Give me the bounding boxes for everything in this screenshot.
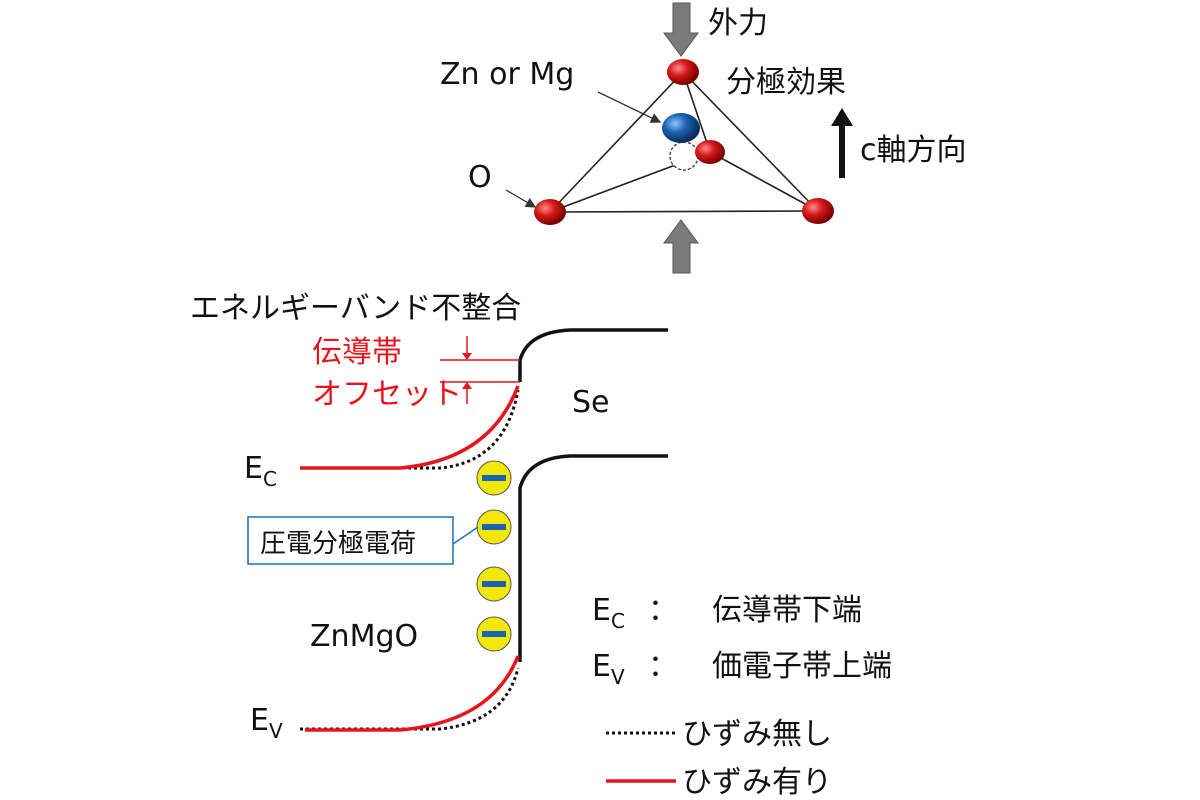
cation-original-position xyxy=(669,141,699,171)
ev-label-subscript: V xyxy=(269,719,283,743)
ec-unstrained-curve xyxy=(300,389,520,470)
external-force-arrow-bottom xyxy=(663,219,699,274)
ev-strained-curve xyxy=(305,655,520,732)
negative-charge-minus-sign xyxy=(482,524,506,530)
legend-ec-colon: ： xyxy=(648,593,678,628)
ec-label-subscript: C xyxy=(263,467,277,491)
crystal-tetrahedron xyxy=(505,2,853,274)
cb-offset-label-line2: オフセット xyxy=(312,377,462,412)
se-valence-band xyxy=(518,454,668,662)
piezo-callout-box xyxy=(247,516,454,565)
piezo-charges xyxy=(476,460,512,652)
cation-label: Zn or Mg xyxy=(440,57,574,92)
negative-charge-minus-sign xyxy=(482,475,506,481)
negative-charge-minus-sign xyxy=(482,581,506,587)
se-label: Se xyxy=(572,385,610,420)
cb-offset-label-line1: 伝導帯 xyxy=(312,335,402,370)
se-conduction-band xyxy=(518,328,668,382)
legend-no-strain-label: ひずみ無し xyxy=(682,717,832,752)
znmgo-label: ZnMgO xyxy=(310,619,418,654)
band-mismatch-title: エネルギーバンド不整合 xyxy=(190,291,521,326)
legend-ec-description: 伝導帯下端 xyxy=(712,593,862,628)
oxygen-pointer xyxy=(505,189,537,208)
legend-with-strain-label: ひずみ有り xyxy=(682,765,832,800)
legend-ec-symbol: EC xyxy=(592,593,625,633)
ev-label: EV xyxy=(250,703,283,743)
legend-ev-description: 価電子帯上端 xyxy=(712,649,892,684)
cation-atom xyxy=(662,113,700,143)
external-force-arrow-top xyxy=(663,2,699,57)
cation-pointer xyxy=(597,91,662,123)
oxygen-label: O xyxy=(468,160,492,195)
legend: EC ： 伝導帯下端 EV ： 価電子帯上端 ひずみ無し ひずみ有り xyxy=(592,593,892,800)
piezo-charge-label: 圧電分極電荷 xyxy=(260,529,416,559)
ec-strained-curve xyxy=(300,385,520,470)
ec-label: EC xyxy=(244,451,277,491)
legend-ev-colon: ： xyxy=(648,649,678,684)
oxygen-atom-left xyxy=(534,199,566,225)
c-axis-arrow xyxy=(831,108,853,178)
oxygen-atom-right xyxy=(802,198,834,224)
oxygen-atom-back xyxy=(695,140,725,164)
polarization-effect-label: 分極効果 xyxy=(726,65,846,100)
legend-ev-symbol: EV xyxy=(592,649,625,689)
negative-charge-minus-sign xyxy=(482,631,506,637)
external-force-label: 外力 xyxy=(708,6,768,41)
tetrahedron-edges xyxy=(549,71,819,213)
cb-offset-marker xyxy=(440,336,520,404)
piezo-callout-leader xyxy=(452,526,479,545)
oxygen-atom-top xyxy=(667,59,699,85)
c-axis-label: c軸方向 xyxy=(860,133,967,168)
